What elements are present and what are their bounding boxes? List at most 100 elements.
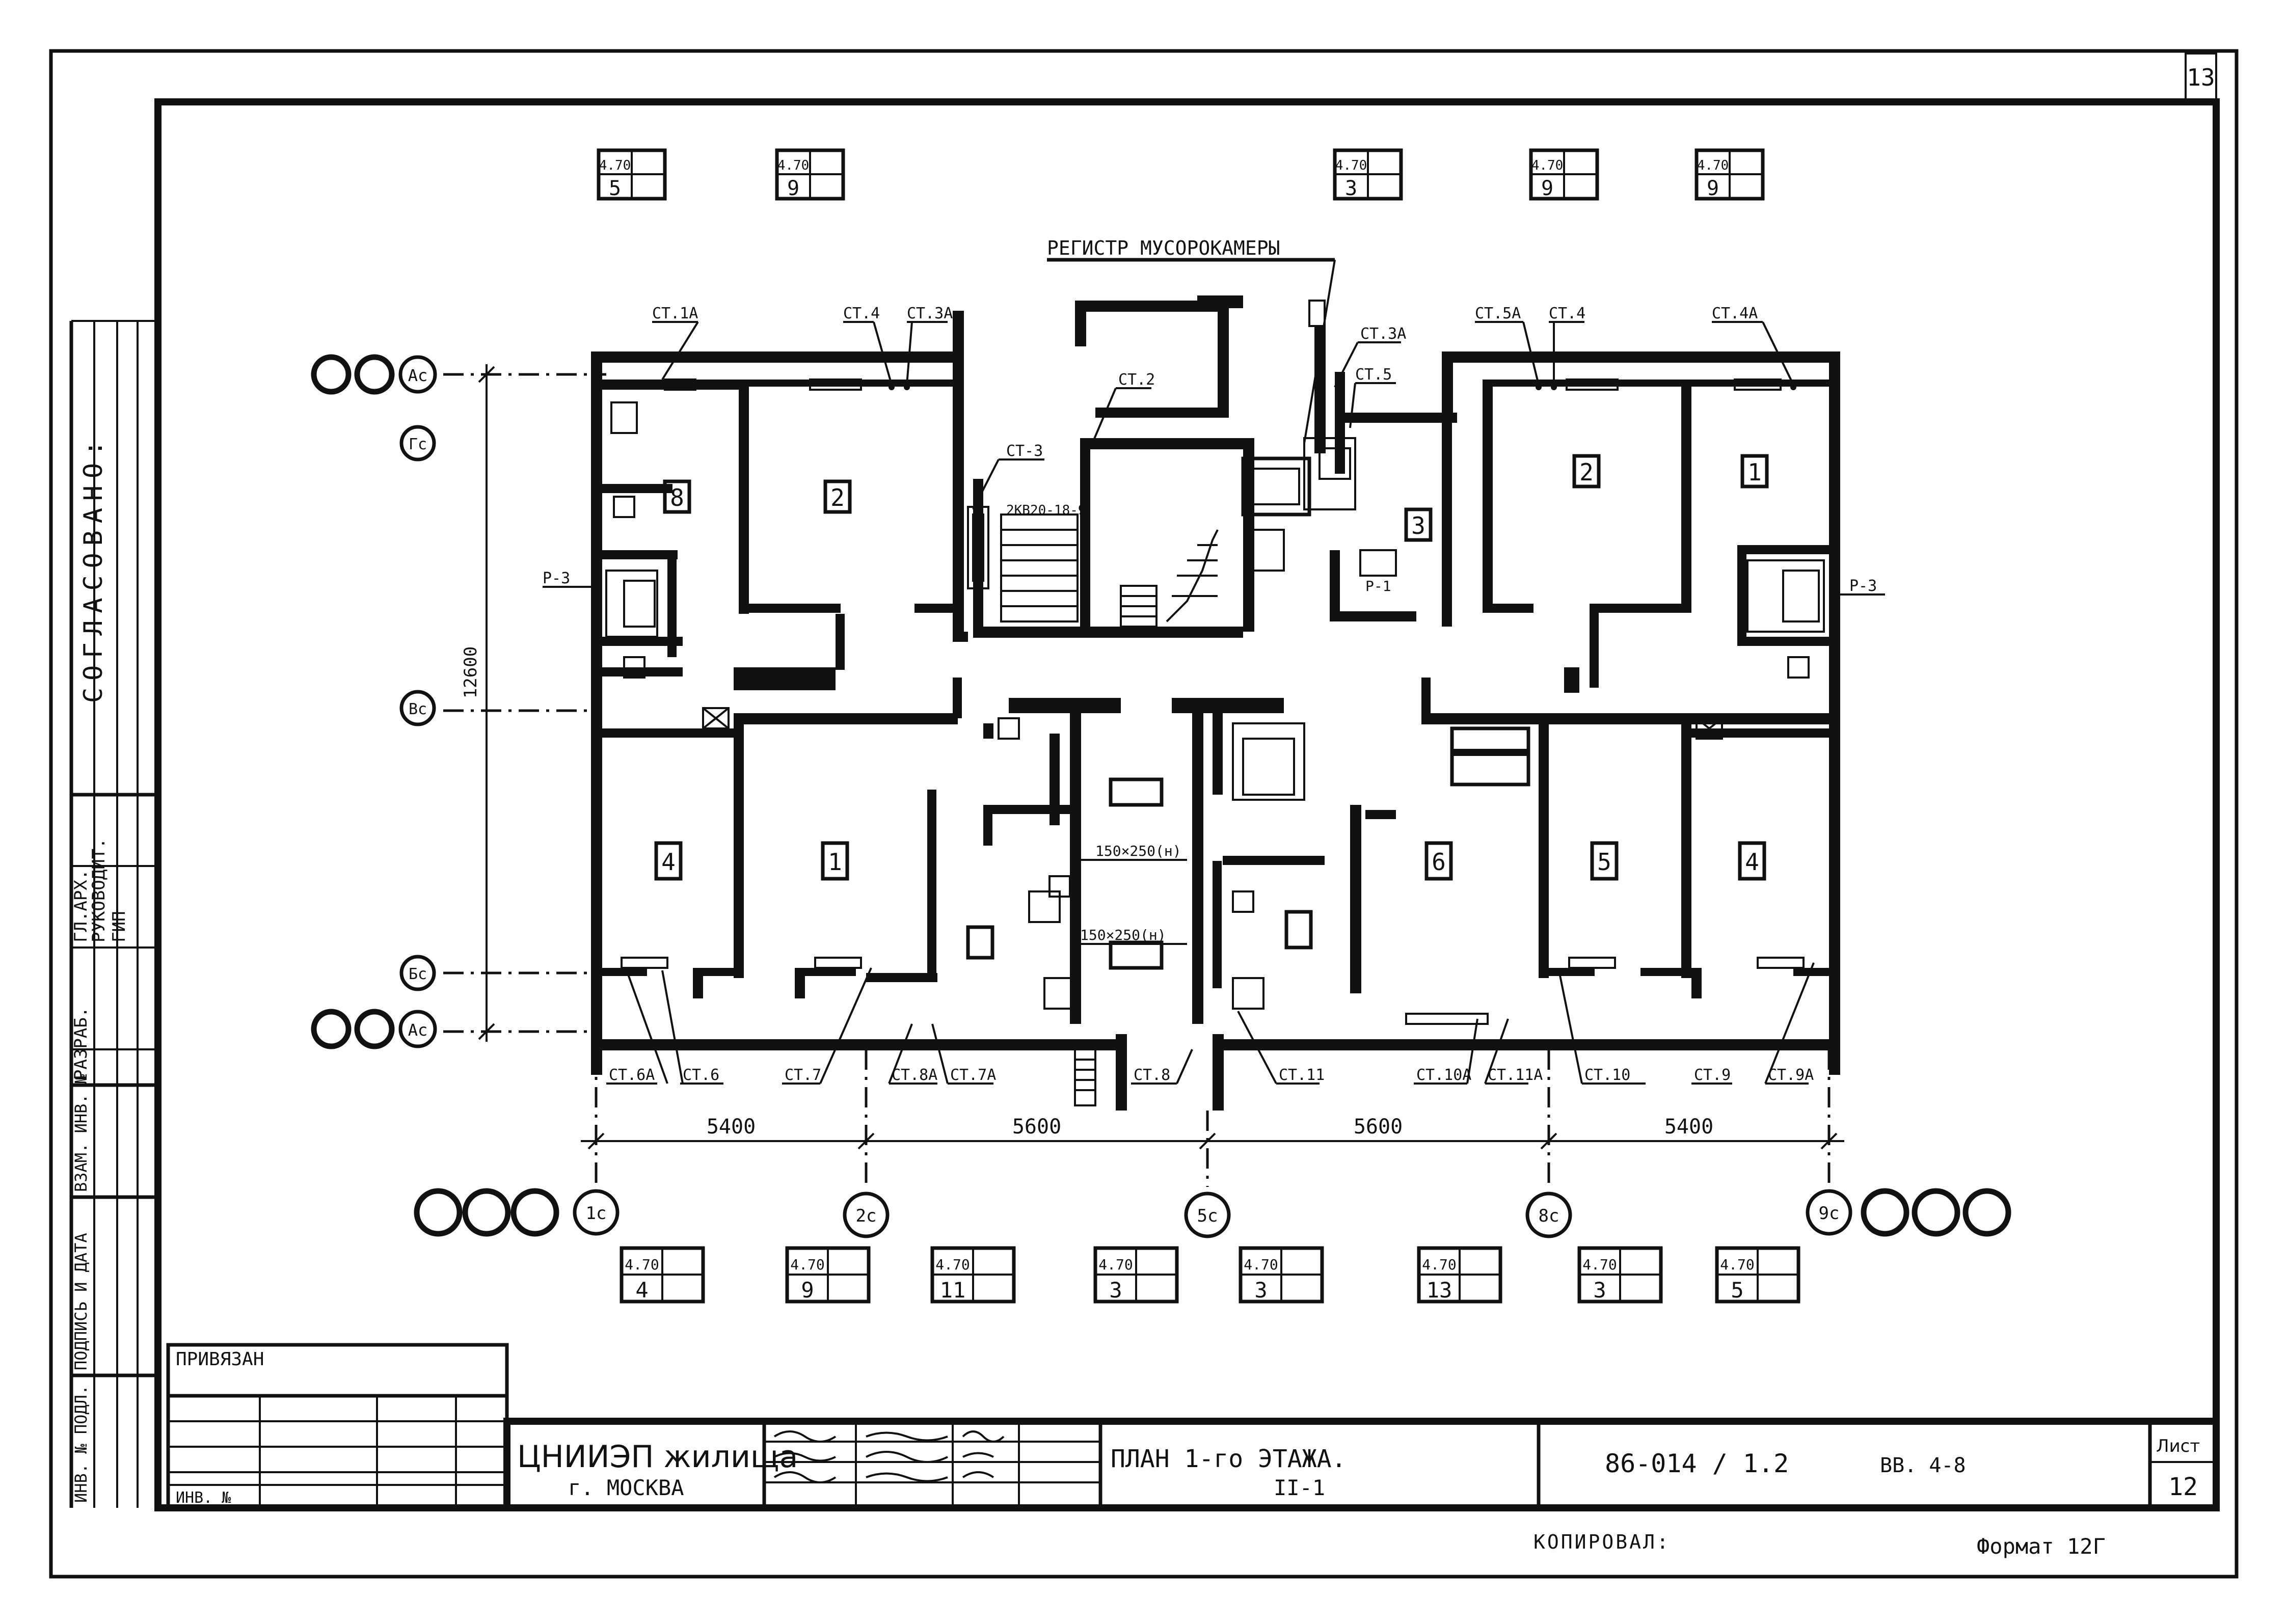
riser-label: СТ.6А: [609, 1066, 655, 1084]
callout-sheet: 4.70: [625, 1256, 659, 1273]
copied-label: КОПИРОВАЛ:: [1533, 1531, 1671, 1553]
side-label-gip: ГИП: [109, 911, 129, 942]
callout-num: 3: [1345, 177, 1357, 200]
page-number-box: [2185, 52, 2217, 103]
approval-label: СОГЛАСОВАНО:: [78, 434, 108, 703]
sheet-label: Лист: [2156, 1436, 2200, 1456]
riser-label: СТ.3А: [1360, 325, 1406, 343]
grid-axes: Ас Гс Вс Бс Ас 1с 2с 5с 8с 9с: [311, 354, 2011, 1238]
callout-sheet: 4.70: [935, 1256, 970, 1273]
radiator-label: Р-3: [1849, 577, 1877, 595]
format-label: Формат 12Г: [1977, 1534, 2106, 1559]
room-box-unlabeled: [966, 925, 994, 960]
callout-box: 4.70 11: [930, 1246, 1016, 1304]
riser-label: СТ.11А: [1488, 1066, 1543, 1084]
callout-num: 9: [1541, 177, 1553, 200]
callout-num: 3: [1109, 1278, 1122, 1303]
callout-num: 5: [609, 177, 621, 200]
signature-scribbles: [773, 1430, 1005, 1483]
callout-num: 3: [1593, 1278, 1606, 1303]
axis-label: 8с: [1539, 1206, 1559, 1226]
privyazan-label: ПРИВЯЗАН: [176, 1349, 264, 1370]
room-number: 2: [1579, 458, 1594, 486]
stair-heater-label: 2КВ20-18-9: [1006, 503, 1086, 518]
riser-label: СТ.11: [1279, 1066, 1325, 1084]
radiator-label: Р-1: [1365, 578, 1391, 594]
album-code: ВВ. 4-8: [1880, 1454, 1966, 1477]
room-number: 1: [1747, 458, 1762, 486]
callout-box: 4.70 9: [785, 1246, 871, 1304]
riser-label: СТ.6: [683, 1066, 719, 1084]
sheet-title-1: ПЛАН 1-го ЭТАЖА.: [1111, 1445, 1346, 1473]
room-number: 1: [828, 848, 842, 876]
axis-label: Вс: [409, 700, 427, 718]
callout-sheet: 4.70: [1531, 158, 1564, 173]
riser-label: СТ.1А: [652, 305, 698, 322]
dim-span: 5400: [1664, 1115, 1713, 1139]
sheet-title-2: II-1: [1274, 1475, 1325, 1500]
riser-label: СТ-3: [1006, 442, 1043, 460]
room-box-unlabeled: [1284, 910, 1313, 950]
riser-label: СТ.7А: [950, 1066, 996, 1084]
room-numbers: 8 2 3 2 1 4 1 6 5 4: [654, 454, 1769, 960]
outer-frame: [49, 49, 2239, 1579]
side-label-glarh: ГЛ.АРХ.: [71, 870, 91, 942]
callout-num: 9: [1707, 177, 1719, 200]
room-number: 2: [830, 484, 845, 511]
room-number: 4: [661, 848, 676, 876]
callouts-top: 4.70 5 4.70 9 4.70 3 4.70 9 4.70 9: [597, 148, 1765, 201]
riser-labels-bottom: СТ.6А СТ.6 СТ.7 СТ.8А СТ.7А СТ.8 СТ.11 С…: [606, 962, 1815, 1085]
callout-box: 4.70 3: [1239, 1246, 1324, 1304]
riser-label: СТ.8А: [892, 1066, 937, 1084]
axis-label: 1с: [586, 1203, 607, 1224]
callout-sheet: 4.70: [1098, 1256, 1133, 1273]
callout-num: 3: [1254, 1278, 1267, 1303]
inner-frame: [154, 98, 2220, 1511]
callout-sheet: 4.70: [1422, 1256, 1456, 1273]
callouts-bottom: 4.70 4 4.70 9 4.70 11 4.70 3 4.70 3 4.70…: [620, 1246, 1800, 1304]
callout-box: 4.70 9: [1529, 148, 1599, 201]
axis-label: Гс: [409, 436, 427, 453]
axis-label: 5с: [1197, 1206, 1218, 1226]
riser-label: СТ.4: [1549, 305, 1585, 322]
callout-sheet: 4.70: [777, 158, 810, 173]
riser-label: СТ.10А: [1416, 1066, 1471, 1084]
callout-sheet: 4.70: [599, 158, 631, 173]
riser-label: СТ.9А: [1768, 1066, 1814, 1084]
sheet-number: 12: [2168, 1473, 2198, 1501]
approval-strip: СОГЛАСОВАНО: РАЗРАБ. РУКОВОДИТ. ГЛ.АРХ. …: [69, 320, 158, 1508]
callout-sheet: 4.70: [1720, 1256, 1754, 1273]
riser-label: СТ.8: [1134, 1066, 1170, 1084]
dim-span: 5400: [707, 1115, 756, 1139]
riser-label: СТ.10: [1584, 1066, 1630, 1084]
callout-box: 4.70 9: [1694, 148, 1765, 201]
axis-label: 9с: [1819, 1203, 1840, 1224]
callout-num: 4: [635, 1278, 648, 1303]
inv-no-label: ИНВ. №: [176, 1489, 231, 1507]
title-block: ПРИВЯЗАН ИНВ. № ЦНИИЭП жилища г. МОСКВА …: [166, 1343, 2220, 1559]
radiator-label: Р-3: [543, 570, 570, 587]
riser-label: СТ.3А: [907, 305, 953, 322]
callout-box: 4.70 4: [620, 1246, 705, 1304]
riser-label: СТ.4: [843, 305, 880, 322]
side-label-rukovodit: РУКОВОДИТ.: [89, 838, 109, 942]
project-code: 86-014 / 1.2: [1605, 1449, 1789, 1478]
callout-num: 9: [801, 1278, 814, 1303]
page-number-top: 13: [2187, 64, 2215, 91]
axis-label: Бс: [409, 965, 427, 983]
callout-sheet: 4.70: [1582, 1256, 1617, 1273]
dim-span: 5600: [1354, 1115, 1403, 1139]
riser-label: СТ.9: [1694, 1066, 1731, 1084]
callout-num: 11: [940, 1278, 966, 1303]
organization-city: г. МОСКВА: [568, 1475, 684, 1500]
side-label-vzam: ВЗАМ. ИНВ. №: [71, 1074, 91, 1192]
room-number: 8: [670, 484, 684, 511]
side-label-podpis: ПОДПИСЬ И ДАТА: [71, 1233, 91, 1370]
callout-sheet: 4.70: [790, 1256, 824, 1273]
callout-box: 4.70 3: [1093, 1246, 1179, 1304]
axis-label: Ас: [408, 366, 428, 385]
organization-name: ЦНИИЭП жилища: [517, 1439, 798, 1475]
room-number: 5: [1597, 848, 1611, 876]
dim-span: 5600: [1012, 1115, 1061, 1139]
dim-depth: 12600: [461, 646, 481, 698]
